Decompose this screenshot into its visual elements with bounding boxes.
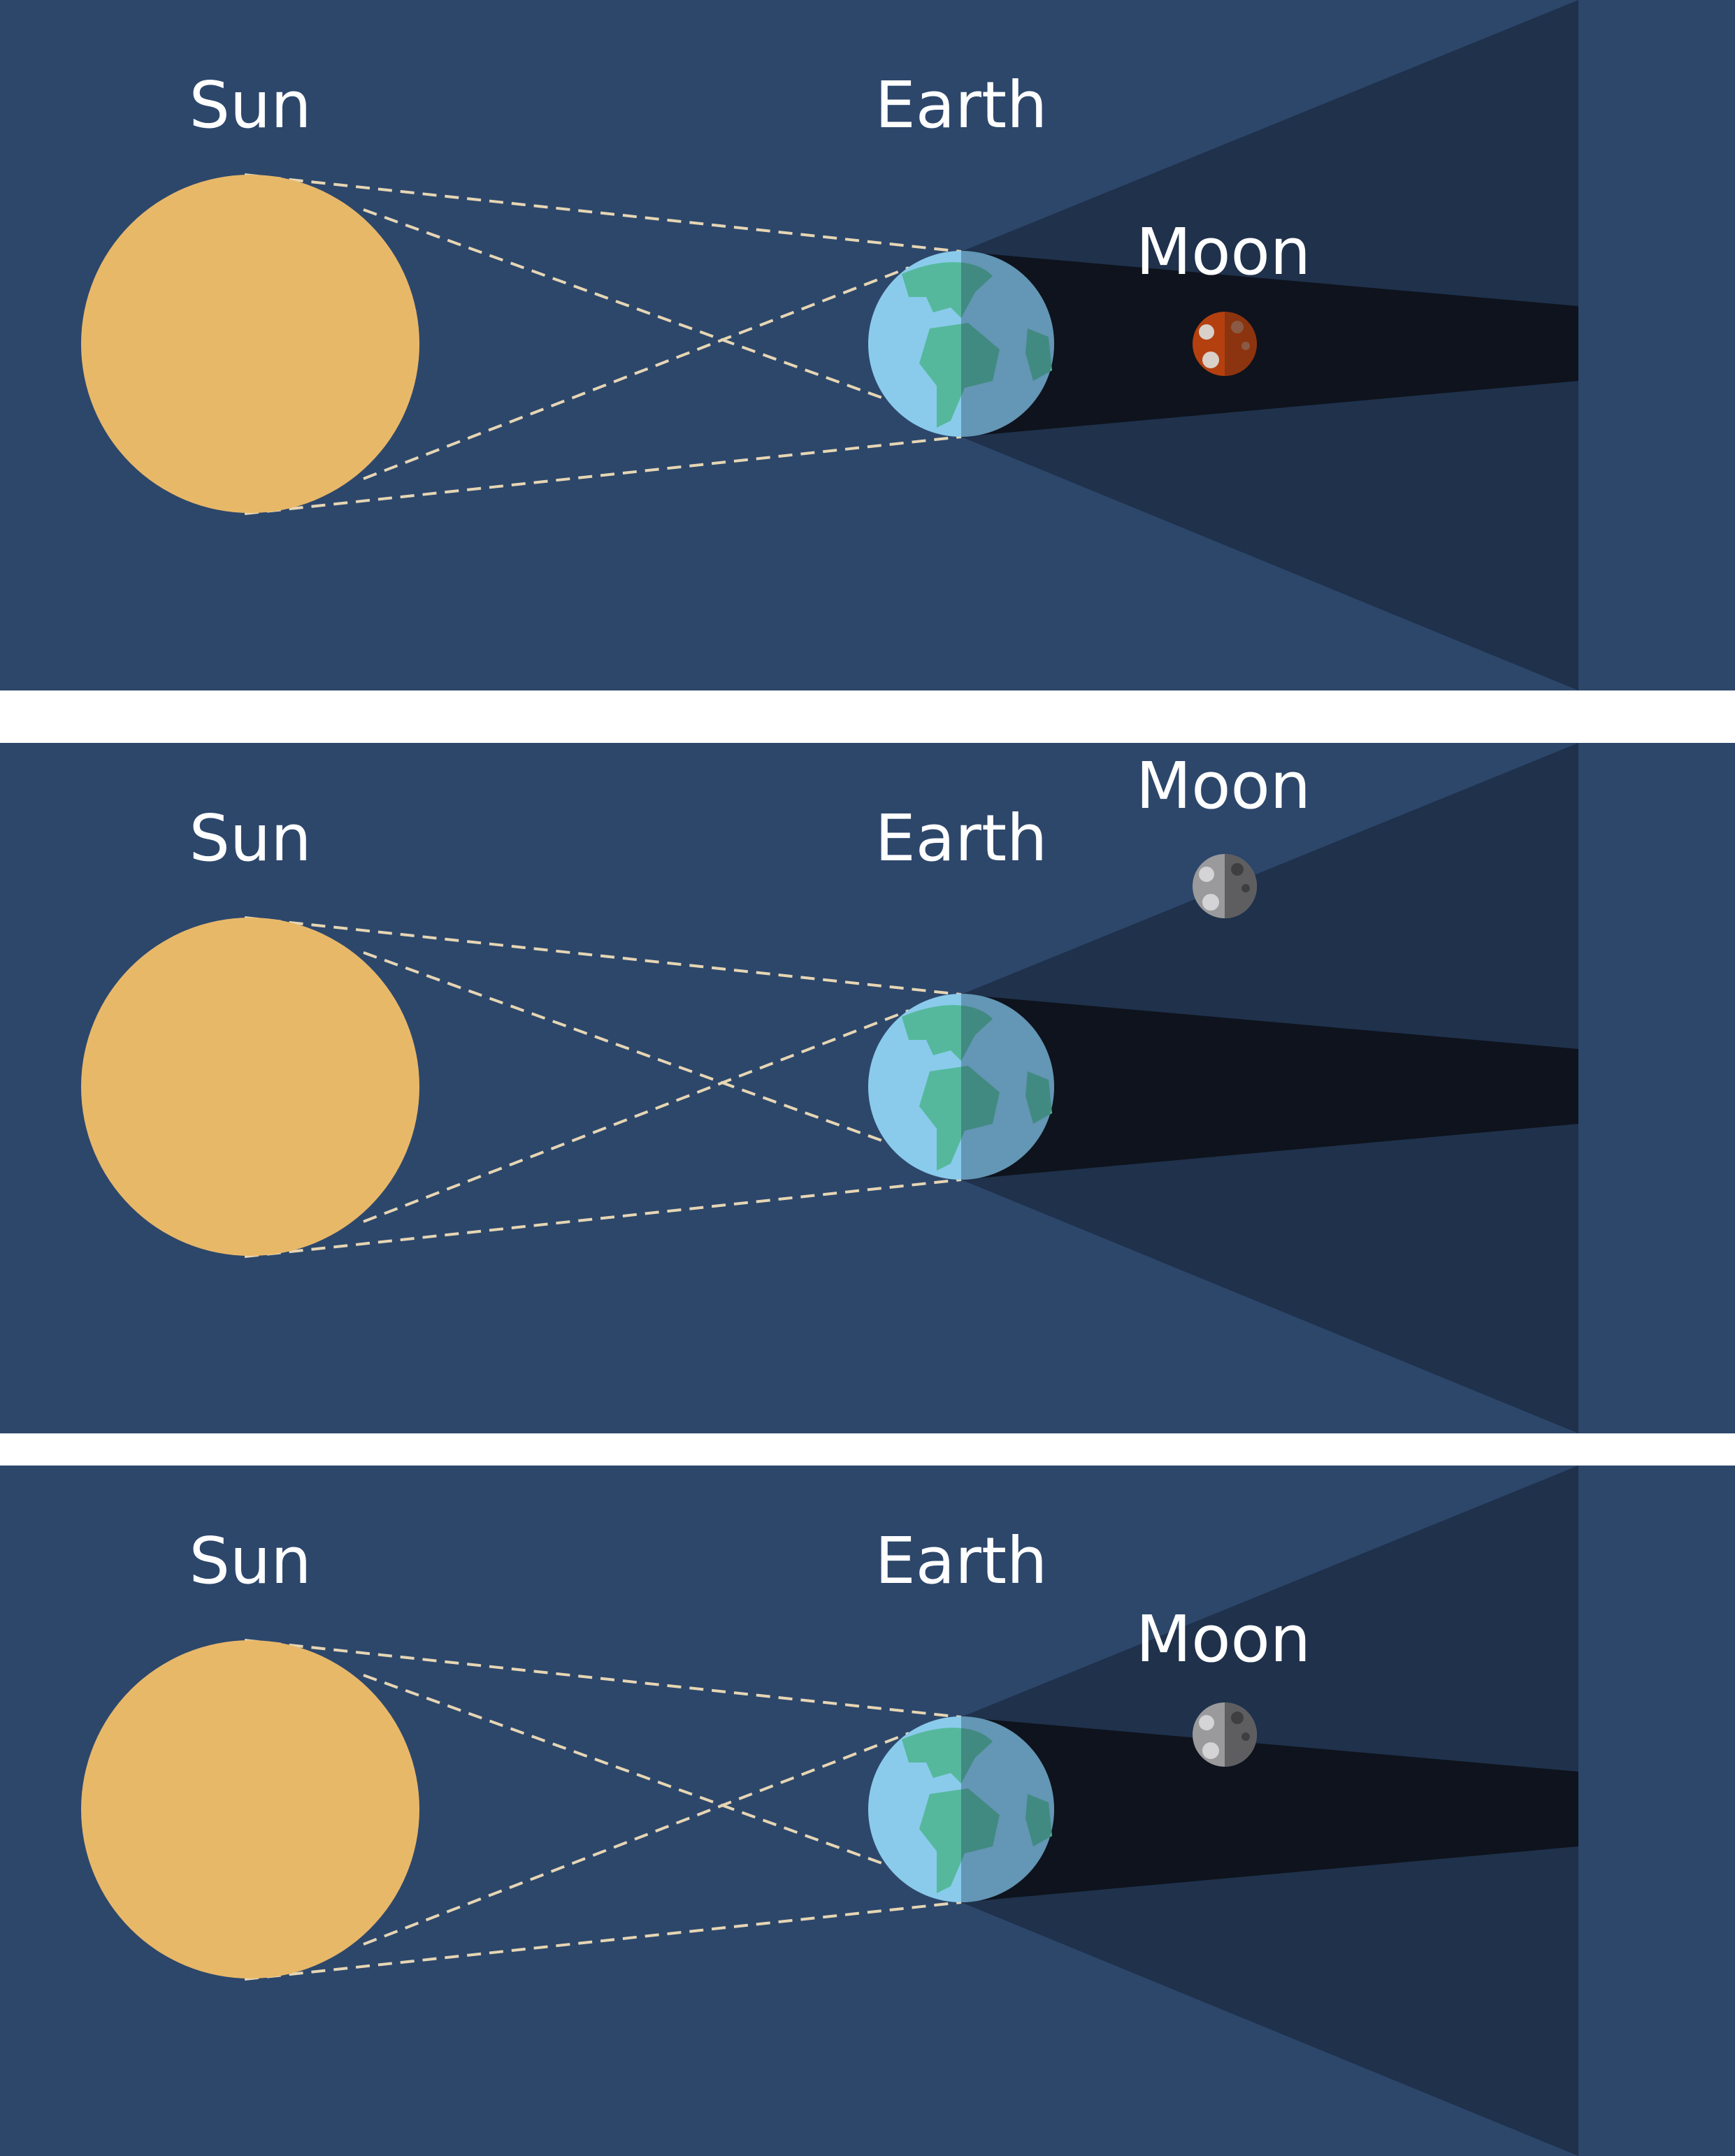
sun-label: Sun <box>189 801 311 876</box>
light-rays <box>244 173 962 515</box>
moon-icon <box>1193 312 1257 376</box>
sun-label: Sun <box>189 1524 311 1598</box>
sun-icon <box>81 175 419 513</box>
panel-3-canvas: Sun Earth Moon <box>0 1466 1735 2156</box>
light-rays <box>244 916 962 1258</box>
umbra-shadow <box>961 1717 1578 1902</box>
umbra-shadow <box>961 994 1578 1180</box>
diagram-panel-1: Sun Earth Moon <box>0 0 1735 690</box>
moon-label: Moon <box>1136 748 1311 823</box>
diagram-panel-2: Sun Earth Moon <box>0 743 1735 1433</box>
earth-label: Earth <box>875 1524 1048 1598</box>
sun-icon <box>81 918 419 1256</box>
moon-label: Moon <box>1136 215 1311 289</box>
panel-1-canvas: Sun Earth Moon <box>0 0 1735 690</box>
earth-icon <box>868 1716 1054 1902</box>
sun-label: Sun <box>189 68 311 143</box>
moon-label: Moon <box>1136 1602 1311 1677</box>
earth-icon <box>868 251 1054 437</box>
panel-2-canvas: Sun Earth Moon <box>0 743 1735 1433</box>
earth-label: Earth <box>875 801 1048 876</box>
light-rays <box>244 1639 962 1981</box>
diagram-panel-3: Sun Earth Moon <box>0 1466 1735 2156</box>
moon-icon <box>1193 1702 1257 1767</box>
sun-icon <box>81 1640 419 1978</box>
earth-label: Earth <box>875 68 1048 143</box>
earth-icon <box>868 994 1054 1180</box>
moon-icon <box>1193 854 1257 918</box>
umbra-shadow <box>961 252 1578 437</box>
